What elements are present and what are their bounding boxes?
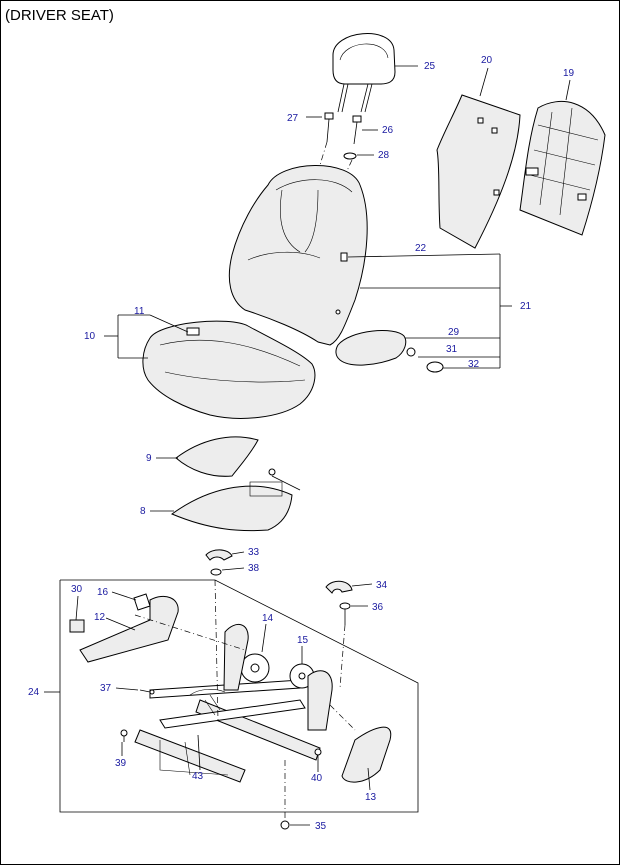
diagram-title: (DRIVER SEAT) bbox=[5, 7, 114, 24]
callout-20: 20 bbox=[481, 55, 493, 66]
side-trim bbox=[335, 330, 444, 373]
callout-12: 12 bbox=[94, 612, 106, 623]
callout-39: 39 bbox=[115, 758, 127, 769]
callout-26: 26 bbox=[382, 125, 394, 136]
bolt-35 bbox=[280, 760, 290, 830]
callout-22: 22 bbox=[415, 243, 427, 254]
callout-19: 19 bbox=[563, 68, 575, 79]
side-cover-13 bbox=[341, 726, 392, 783]
callout-10: 10 bbox=[84, 331, 96, 342]
pad-9 bbox=[175, 436, 259, 477]
seat-back bbox=[228, 165, 368, 346]
bolt-39 bbox=[120, 729, 128, 742]
callout-27: 27 bbox=[287, 113, 299, 124]
bolt-40 bbox=[314, 748, 322, 762]
side-bracket-left bbox=[69, 593, 246, 663]
back-frame bbox=[519, 100, 606, 236]
clip-33 bbox=[205, 549, 233, 561]
seat-track bbox=[134, 624, 333, 783]
bolt-37 bbox=[139, 689, 155, 695]
clip-34 bbox=[325, 580, 353, 594]
seat-heater bbox=[170, 468, 301, 532]
callout-31: 31 bbox=[446, 344, 458, 355]
callout-28: 28 bbox=[378, 150, 390, 161]
bolt-36 bbox=[339, 602, 351, 625]
headrest bbox=[332, 33, 418, 113]
callout-38: 38 bbox=[248, 563, 260, 574]
callout-13: 13 bbox=[365, 792, 377, 803]
leader-lines bbox=[44, 67, 571, 826]
nut-38 bbox=[210, 568, 222, 576]
callout-14: 14 bbox=[262, 613, 274, 624]
callout-8: 8 bbox=[140, 506, 146, 517]
callout-16: 16 bbox=[97, 587, 109, 598]
callout-11: 11 bbox=[134, 306, 145, 317]
callout-24: 24 bbox=[28, 687, 40, 698]
callout-37: 37 bbox=[100, 683, 112, 694]
track-assembly-frame bbox=[59, 579, 419, 813]
callout-29: 29 bbox=[448, 327, 460, 338]
callout-21: 21 bbox=[520, 301, 532, 312]
callout-33: 33 bbox=[248, 547, 260, 558]
callout-numbers: 25 20 19 27 26 28 22 21 11 10 29 31 32 9… bbox=[28, 55, 575, 832]
callout-36: 36 bbox=[372, 602, 384, 613]
back-board bbox=[436, 94, 521, 249]
callout-15: 15 bbox=[297, 635, 309, 646]
callout-43: 43 bbox=[192, 771, 204, 782]
callout-35: 35 bbox=[315, 821, 327, 832]
callout-25: 25 bbox=[424, 61, 436, 72]
callout-34: 34 bbox=[376, 580, 388, 591]
callout-32: 32 bbox=[468, 359, 480, 370]
callout-9: 9 bbox=[146, 453, 152, 464]
callout-40: 40 bbox=[311, 773, 323, 784]
seat-cushion bbox=[142, 320, 316, 419]
callout-30: 30 bbox=[71, 584, 83, 595]
